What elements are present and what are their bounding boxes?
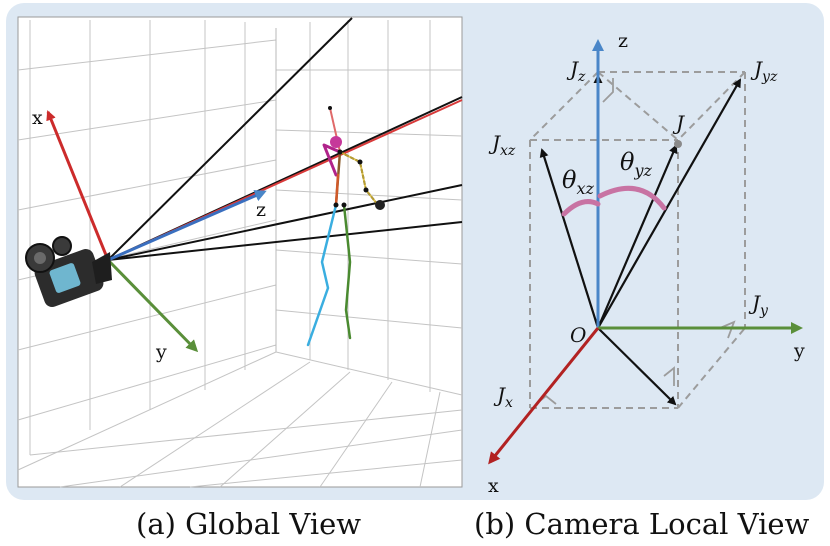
theta-xz-label: θxz (562, 166, 594, 198)
projection-box (529, 71, 746, 409)
local-view-panel: z y x O J Jz Jyz Jxz Jy Jx θxz θyz (488, 30, 805, 497)
jyz-label: Jyz (750, 57, 778, 85)
projection-vectors (539, 74, 741, 406)
theta-xz-arc (561, 199, 601, 217)
global-x-axis (46, 110, 110, 261)
global-x-axis-label: x (32, 107, 43, 129)
human-skeleton (306, 106, 385, 347)
grid-floor-and-walls (17, 20, 463, 488)
local-x-axis (488, 327, 600, 465)
local-z-axis-label: z (618, 30, 628, 52)
joint-point (674, 140, 682, 148)
joint-label: J (672, 111, 685, 135)
local-y-axis-label: y (793, 340, 805, 362)
global-y-axis-label: y (155, 341, 167, 363)
jxz-label: Jxz (488, 131, 516, 159)
caption-global-view: (a) Global View (136, 507, 362, 541)
origin-label: O (570, 323, 586, 347)
jx-label: Jx (493, 383, 513, 411)
local-x-axis-label: x (488, 475, 499, 497)
jy-label: Jy (748, 291, 769, 319)
jz-label: Jz (566, 57, 586, 85)
video-camera-icon (25, 236, 112, 308)
global-y-axis (106, 258, 199, 353)
theta-yz-label: θyz (620, 148, 652, 180)
global-z-axis-label: z (256, 199, 266, 221)
caption-camera-local-view: (b) Camera Local View (474, 507, 810, 541)
theta-yz-arc (597, 185, 667, 211)
global-view-panel: x y z (17, 16, 463, 488)
global-z-axis (107, 190, 267, 262)
